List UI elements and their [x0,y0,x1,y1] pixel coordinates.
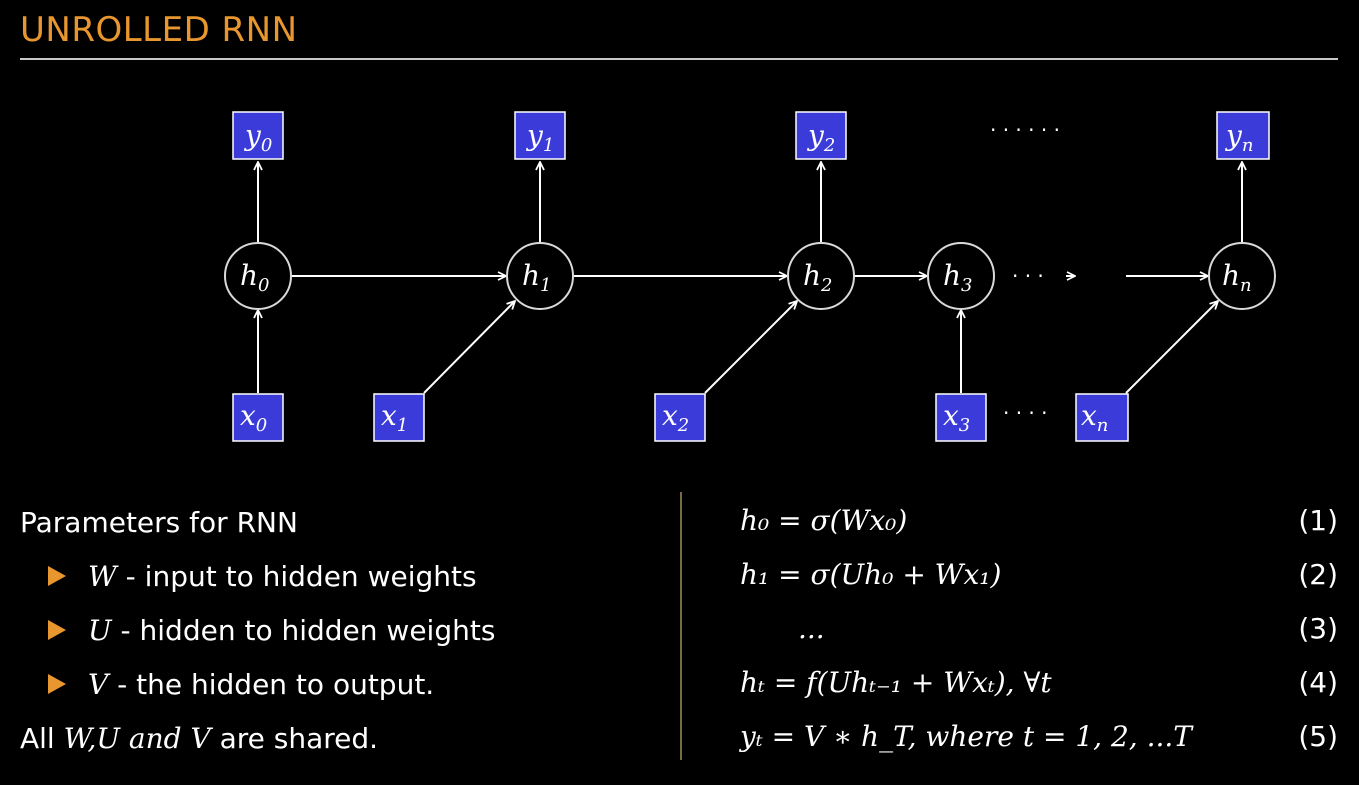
input-box-x0 [232,393,284,442]
equation-3: ... (3) [740,602,1340,656]
input-box-x2 [654,393,706,442]
top-ellipsis: · · · · · · [990,118,1060,142]
triangle-bullet-icon [48,674,66,694]
equation-number: (4) [1298,666,1338,699]
param-item-w: W - input to hidden weights [20,550,660,604]
param-var: W [88,560,117,593]
label-yn: yn [1224,119,1253,156]
param-var: V [88,668,109,701]
label-y2: y2 [806,119,835,156]
label-x3: x3 [943,399,970,436]
title-rule [20,58,1338,60]
param-var: U [88,614,112,647]
equation-text: hₜ = f(Uhₜ₋₁ + Wxₜ), ∀t [740,666,1052,699]
shared-note: All W,U and V are shared. [20,712,660,766]
label-h2: h2 [803,259,833,296]
hidden-node-h3 [927,242,995,310]
label-x2: x2 [662,399,689,436]
equation-1: h₀ = σ(Wx₀) (1) [740,494,1340,548]
parameters-list: Parameters for RNN W - input to hidden w… [20,496,660,766]
middle-ellipsis: · · · [1012,264,1044,288]
shared-vars: W,U and V [63,722,211,755]
equation-number: (3) [1298,612,1338,645]
shared-prefix: All [20,722,64,755]
equation-text: h₀ = σ(Wx₀) [740,504,908,537]
edge-xn-hn [1125,301,1218,394]
input-box-x3 [935,393,987,442]
output-box-y0 [232,111,284,160]
label-y1: y1 [525,119,554,156]
equation-5: yₜ = V ∗ h_T, where t = 1, 2, ...T (5) [740,710,1340,764]
equation-text: yₜ = V ∗ h_T, where t = 1, 2, ...T [740,720,1192,753]
label-h3: h3 [943,259,973,296]
edge-x2-h2 [704,301,797,394]
label-h1: h1 [522,259,552,296]
input-box-xn [1075,393,1129,442]
equations: h₀ = σ(Wx₀) (1) h₁ = σ(Uh₀ + Wx₁) (2) ..… [740,494,1340,764]
output-box-yn [1216,111,1270,160]
hidden-node-h1 [506,242,574,310]
rnn-diagram: y0 y1 y2 yn h0 h1 h2 h3 hn x0 x1 x2 x3 x… [224,111,1276,442]
label-hn: hn [1222,259,1252,296]
equation-4: hₜ = f(Uhₜ₋₁ + Wxₜ), ∀t (4) [740,656,1340,710]
equation-text: h₁ = σ(Uh₀ + Wx₁) [740,558,1002,591]
column-divider [680,492,682,760]
param-desc: - input to hidden weights [116,560,477,593]
triangle-bullet-icon [48,566,66,586]
parameters-heading: Parameters for RNN [20,506,298,539]
param-desc: - hidden to hidden weights [111,614,496,647]
param-item-u: U - hidden to hidden weights [20,604,660,658]
equation-2: h₁ = σ(Uh₀ + Wx₁) (2) [740,548,1340,602]
equation-text: ... [798,612,825,645]
hidden-node-hn [1208,242,1276,310]
edge-x1-h1 [423,301,515,394]
label-h0: h0 [240,259,270,296]
slide-title: UNROLLED RNN [20,10,298,50]
edges [258,162,1242,394]
label-x1: x1 [381,399,408,436]
param-item-v: V - the hidden to output. [20,658,660,712]
shared-suffix: are shared. [210,722,379,755]
bottom-ellipsis: · · · · [1003,401,1048,425]
label-xn: xn [1081,399,1108,436]
equation-number: (1) [1298,504,1338,537]
label-y0: y0 [243,119,272,156]
equation-number: (2) [1298,558,1338,591]
hidden-node-h2 [787,242,855,310]
param-desc: - the hidden to output. [108,668,435,701]
output-box-y2 [795,111,847,160]
output-box-y1 [514,111,566,160]
equation-number: (5) [1298,720,1338,753]
input-box-x1 [373,393,425,442]
hidden-node-h0 [224,242,292,310]
triangle-bullet-icon [48,620,66,640]
label-x0: x0 [240,399,267,436]
